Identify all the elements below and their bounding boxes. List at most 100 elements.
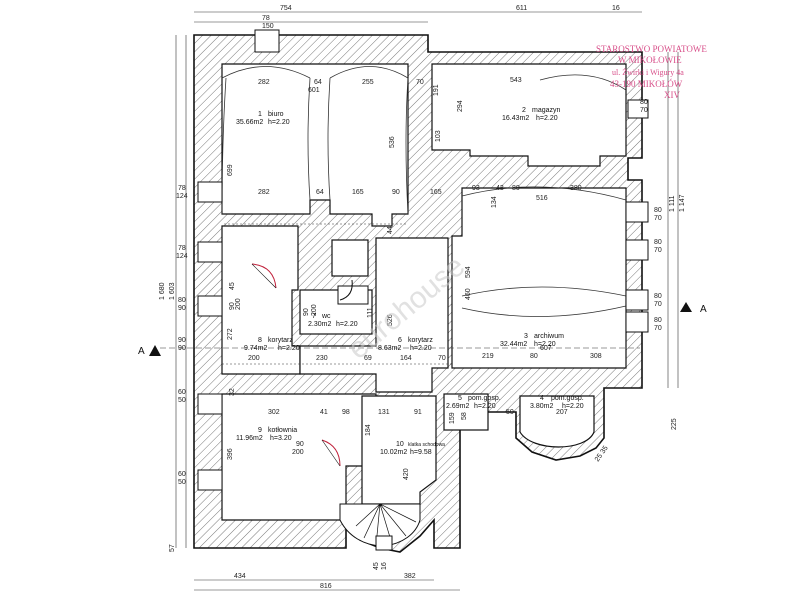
- room-6-num: 6: [398, 337, 402, 344]
- room-6-area: 8.63m2: [378, 345, 401, 352]
- stamp-line-1: STAROSTWO POWIATOWE: [596, 44, 707, 54]
- shaft-1: [331, 239, 369, 277]
- dim-225: 225: [671, 418, 678, 430]
- dim-l90b: 90: [178, 337, 186, 344]
- dim-l90a: 90: [178, 305, 186, 312]
- room-1-height: h=2.20: [268, 119, 290, 126]
- room-2-area: 16.43m2: [502, 115, 529, 122]
- room-9-height: h=3.20: [270, 435, 292, 442]
- dim-64b: 64: [316, 189, 324, 196]
- room-8-area: 9.74m2: [244, 345, 267, 352]
- walls: [193, 34, 643, 553]
- dim-rt70c: 70: [654, 301, 662, 308]
- vault-arcs: [221, 66, 627, 317]
- dim-l60a: 60: [178, 389, 186, 396]
- dim-rt1147: 1 147: [679, 194, 686, 212]
- dim-103: 103: [435, 130, 442, 142]
- dim-272: 272: [227, 328, 234, 340]
- dim-l78a: 78: [178, 185, 186, 192]
- dim-32: 32: [229, 388, 236, 396]
- dim-607: 607: [540, 345, 552, 352]
- dim-93: 93: [472, 185, 480, 192]
- dim-l80a: 80: [178, 297, 186, 304]
- room-7-area: 2.30m2: [308, 321, 331, 328]
- dim-90b: 90: [229, 302, 236, 310]
- room-8-height: h=2.20: [278, 345, 300, 352]
- dim-134: 134: [491, 196, 498, 208]
- room-3-num: 3: [524, 333, 528, 340]
- section-arrow-right: [680, 302, 692, 312]
- room-5-height: h=2.20: [474, 403, 496, 410]
- room-9-num: 9: [258, 427, 262, 434]
- dim-282b: 282: [258, 189, 270, 196]
- dim-b45: 45: [373, 562, 380, 570]
- door-swings: [251, 263, 353, 467]
- room-2-name: magazyn: [532, 107, 561, 114]
- dim-58: 58: [461, 412, 468, 420]
- dim-80b: 80: [530, 353, 538, 360]
- room-korytarz8: [221, 225, 301, 375]
- room-10-num: 10: [396, 441, 404, 448]
- dim-200a: 200: [235, 298, 242, 310]
- dim-rt80c: 80: [654, 293, 662, 300]
- dim-45: 45: [229, 282, 236, 290]
- dim-70b: 70: [438, 355, 446, 362]
- dim-rt80d: 80: [654, 317, 662, 324]
- room-pom4: [519, 395, 595, 448]
- windows: [197, 29, 649, 551]
- dim-b816: 816: [320, 583, 332, 590]
- room-10-name: klatka schodowa: [408, 442, 445, 448]
- dim-526: 526: [387, 314, 394, 326]
- dim-l1680: 1 680: [159, 282, 166, 300]
- room-5-name: pom.gosp.: [468, 395, 501, 402]
- room-9-name: kotłownia: [268, 427, 297, 434]
- dim-219: 219: [482, 353, 494, 360]
- dim-294: 294: [457, 100, 464, 112]
- dim-l57: 57: [169, 544, 176, 552]
- room-3-name: archiwum: [534, 333, 564, 340]
- dim-420: 420: [403, 468, 410, 480]
- section-arrows: [149, 302, 692, 356]
- dim-l124a: 124: [176, 193, 188, 200]
- dim-699: 699: [227, 164, 234, 176]
- dim-200c: 200: [248, 355, 260, 362]
- dim-191: 191: [433, 84, 440, 96]
- dim-l124b: 124: [176, 253, 188, 260]
- room-kotlownia: [221, 393, 377, 521]
- dim-top-16: 16: [612, 5, 620, 12]
- dim-594: 594: [465, 266, 472, 278]
- dimension-lines: [160, 11, 679, 591]
- dim-536: 536: [389, 136, 396, 148]
- dim-165a: 165: [352, 189, 364, 196]
- room-1-name: biuro: [268, 111, 284, 118]
- dim-43: 43: [496, 185, 504, 192]
- stamp-line-4: 43-190 MIKOŁÓW: [610, 79, 683, 89]
- dim-230: 230: [316, 355, 328, 362]
- room-7-height: h=2.20: [336, 321, 358, 328]
- dim-64a: 64: [314, 79, 322, 86]
- official-stamp: STAROSTWO POWIATOWE W MIKOŁOWIE ul. Żwir…: [596, 44, 707, 100]
- room-8-num: 8: [258, 337, 262, 344]
- dim-rt80a: 80: [654, 207, 662, 214]
- dim-90c: 90: [303, 308, 310, 316]
- dim-396: 396: [227, 448, 234, 460]
- dim-l1603: 1 603: [169, 282, 176, 300]
- room-labels: 1 biuro 35.66m2 h=2.20 2 magazyn 16.43m2…: [236, 107, 584, 456]
- dim-90a: 90: [392, 189, 400, 196]
- dim-543: 543: [510, 77, 522, 84]
- room-3-area: 32.44m2: [500, 341, 527, 348]
- room-6-height: h=2.20: [410, 345, 432, 352]
- dim-91: 91: [414, 409, 422, 416]
- dim-159: 159: [449, 412, 456, 424]
- dim-460: 460: [465, 288, 472, 300]
- dim-rt80-top: 80: [640, 99, 648, 106]
- dim-b16: 16: [381, 562, 388, 570]
- dim-rt1111: 1 111: [669, 195, 676, 212]
- dim-top-78: 78: [262, 15, 270, 22]
- room-10-height: h=9.58: [410, 449, 432, 456]
- dim-164: 164: [400, 355, 412, 362]
- room-korytarz6: [299, 237, 449, 393]
- section-label-left: A: [138, 346, 145, 357]
- dim-200b: 200: [311, 304, 318, 316]
- dim-98: 98: [342, 409, 350, 416]
